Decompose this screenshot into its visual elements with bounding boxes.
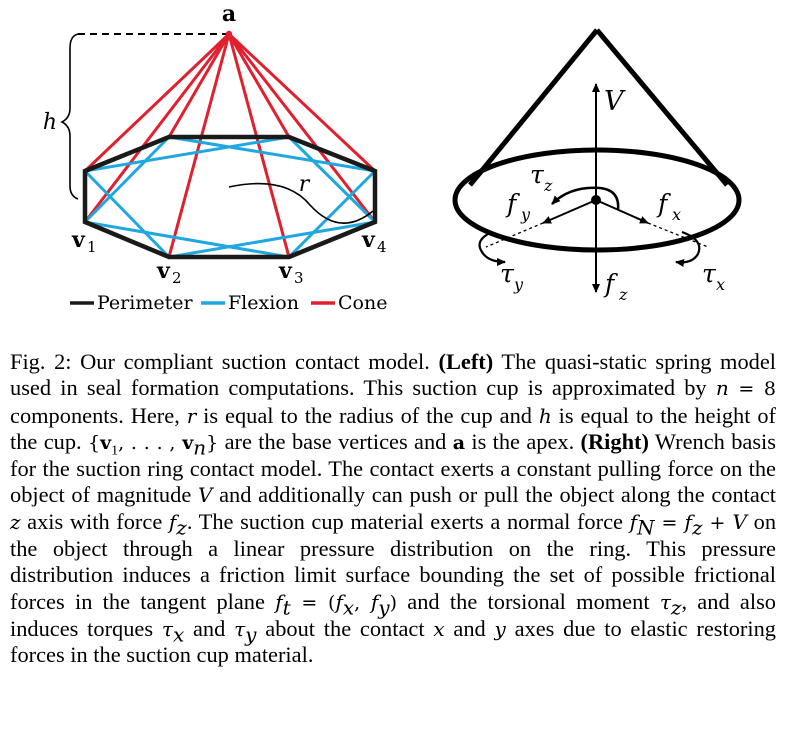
svg-text:z: z [543, 176, 553, 195]
svg-text:τ: τ [500, 259, 515, 288]
fx-label: f x [656, 189, 681, 224]
svg-text:f: f [505, 189, 520, 218]
height-brace [60, 33, 79, 200]
svg-text:f: f [656, 189, 671, 218]
fz-label: f z [603, 269, 628, 304]
svg-text:y: y [513, 275, 524, 294]
radius-label: r [299, 172, 311, 197]
cone-left-side [468, 28, 599, 187]
svg-text:y: y [520, 205, 531, 224]
svg-text:4: 4 [377, 238, 387, 256]
svg-text:τ: τ [702, 259, 717, 288]
cone-model-diagram: a h r v 1 v 2 v 3 v 4 Perimeter Flexion … [43, 1, 388, 314]
wrench-basis-diagram: V τ z f y f x τ y f z τ x [452, 28, 742, 304]
fx-axis-dashed [647, 222, 709, 248]
svg-text:v: v [71, 227, 86, 253]
vertex-label-v3: v 3 [278, 258, 304, 287]
vertex-label-v1: v 1 [71, 227, 97, 256]
tau-y-label: τ y [500, 259, 524, 294]
fy-arrow [542, 199, 597, 224]
tau-x-label: τ x [702, 259, 725, 294]
tau-y-arrow [478, 230, 506, 266]
svg-text:2: 2 [172, 269, 182, 287]
tau-z-label: τ z [530, 160, 553, 195]
figure-caption: Fig. 2: Our compliant suction contact mo… [10, 349, 777, 668]
figure: a h r v 1 v 2 v 3 v 4 Perimeter Flexion … [0, 0, 786, 330]
V-label: V [604, 86, 626, 117]
svg-text:1: 1 [87, 238, 97, 256]
svg-text:z: z [618, 285, 628, 304]
legend-label-perimeter: Perimeter [97, 292, 193, 314]
tau-z-arrow [551, 186, 620, 211]
svg-text:f: f [603, 269, 618, 298]
svg-text:v: v [361, 227, 376, 253]
vertex-label-v4: v 4 [361, 227, 387, 256]
flexion-edges [83, 135, 377, 259]
fx-arrow [595, 199, 649, 224]
vertex-label-v2: v 2 [156, 258, 182, 287]
perimeter-octagon [82, 134, 378, 260]
cone-edges [83, 32, 377, 258]
apex-point [225, 30, 233, 38]
svg-text:x: x [672, 205, 681, 224]
tau-x-arrow [675, 230, 701, 267]
fy-label: f y [505, 189, 531, 224]
legend-label-flexion: Flexion [228, 292, 299, 314]
height-label: h [43, 110, 57, 135]
contact-center [591, 195, 601, 205]
svg-text:v: v [278, 258, 293, 284]
apex-label: a [222, 1, 236, 27]
legend: Perimeter Flexion Cone [70, 292, 387, 314]
legend-label-cone: Cone [338, 292, 387, 314]
svg-text:x: x [716, 275, 725, 294]
fy-axis-dashed [485, 222, 544, 248]
svg-text:τ: τ [530, 160, 545, 189]
radius-curve [228, 182, 374, 224]
svg-text:v: v [156, 258, 171, 284]
svg-text:3: 3 [294, 269, 304, 287]
cone-right-side [595, 28, 729, 187]
figure-svg: a h r v 1 v 2 v 3 v 4 Perimeter Flexion … [43, 1, 742, 314]
